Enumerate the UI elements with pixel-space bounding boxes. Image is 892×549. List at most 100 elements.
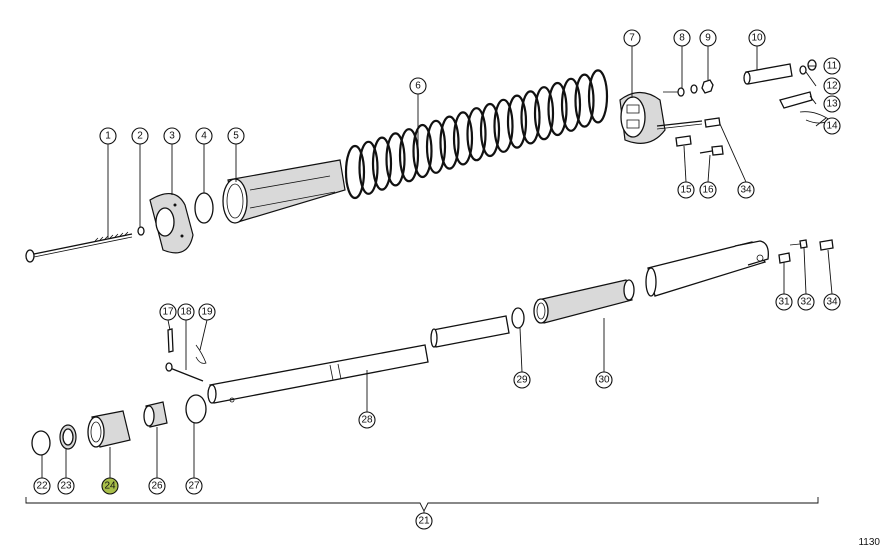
callout-leaders [41,46,833,478]
callout-label: 17 [162,307,174,318]
callout-6: 6 [409,77,427,95]
callout-label: 10 [751,33,763,44]
part-shaft-segment [430,315,510,348]
part-22-ring [31,430,51,456]
callout-label: 28 [361,415,373,426]
callout-28: 28 [358,411,376,429]
callout-16: 16 [699,181,717,199]
callout-label: 16 [702,185,714,196]
callout-13: 13 [823,95,841,113]
callout-11: 11 [823,57,841,75]
part-24-bearing-housing [87,410,131,448]
part-5-sleeve [222,159,346,224]
callout-label: 9 [705,33,711,44]
callout-label: 2 [137,131,143,142]
callout-label: 6 [415,81,421,92]
part-3-flange [149,193,194,254]
callout-2: 2 [131,127,149,145]
part-15-plug [675,135,692,147]
callout-31: 31 [775,293,793,311]
callout-label: 34 [826,297,838,308]
part-23-ring [59,424,77,450]
callout-5: 5 [227,127,245,145]
part-26-bushing [143,401,168,428]
part-4-ring [194,192,214,224]
part-28-main-shaft [207,344,429,404]
callout-label: 29 [516,375,528,386]
callout-3: 3 [163,127,181,145]
callout-14: 14 [823,117,841,135]
part-19-split-pin [195,344,207,364]
part-29-ring [511,307,525,329]
callout-15: 15 [677,181,695,199]
part-18-long-pin [165,362,204,382]
callout-1: 1 [99,127,117,145]
callout-label: 24 [104,481,116,492]
callout-12: 12 [823,77,841,95]
callout-label: 19 [201,307,213,318]
callout-label: 22 [36,481,48,492]
part-27-circlip [185,394,207,424]
part-16-bolt [699,145,724,156]
part-11-nut [807,59,817,71]
callout-label: 14 [826,121,838,132]
callout-label: 8 [679,33,685,44]
callout-label: 4 [201,131,207,142]
part-17-pin [167,328,174,353]
sheet-number: 1130 [858,537,880,548]
part-34-bushing-right [819,239,834,251]
callout-8: 8 [673,29,691,47]
callout-label: 7 [629,33,635,44]
callout-4: 4 [195,127,213,145]
callout-32: 32 [797,293,815,311]
part-1-long-bolt [25,231,133,263]
callout-23: 23 [57,477,75,495]
callout-label: 23 [60,481,72,492]
part-8-washers [663,84,698,97]
part-13-bracket [779,91,813,109]
callout-label: 5 [233,131,239,142]
callout-19: 19 [198,303,216,321]
callout-34a: 34 [737,181,755,199]
callout-10: 10 [748,29,766,47]
callout-label: 30 [598,375,610,386]
part-34-bushing-top [704,117,721,128]
callout-label: 1 [105,131,111,142]
callout-7: 7 [623,29,641,47]
callout-17: 17 [159,303,177,321]
callout-label: 15 [680,185,692,196]
callout-29: 29 [513,371,531,389]
part-32-grease-nipple [789,239,808,249]
part-10-pin [743,63,793,85]
part-30-tube [533,279,635,324]
callout-27: 27 [185,477,203,495]
callout-label: 18 [180,307,192,318]
callout-label: 12 [826,81,838,92]
callout-label: 27 [188,481,200,492]
part-6-coil-spring [344,69,609,200]
callout-label: 21 [418,516,430,527]
callout-label: 13 [826,99,838,110]
callout-22: 22 [33,477,51,495]
callout-26: 26 [148,477,166,495]
callout-30: 30 [595,371,613,389]
part-9-nut [701,79,714,94]
assembly-21-brace [25,497,819,513]
callout-9: 9 [699,29,717,47]
callout-21: 21 [415,512,433,530]
part-threaded-rod [656,120,703,130]
callout-18: 18 [177,303,195,321]
part-2-washer [137,226,145,236]
callout-24: 24 [101,477,119,495]
callout-label: 34 [740,185,752,196]
part-12-washer [799,65,807,75]
callout-label: 31 [778,297,790,308]
part-7-end-cap [619,91,666,144]
callout-label: 11 [827,61,838,72]
callout-34b: 34 [823,293,841,311]
callout-label: 26 [151,481,163,492]
callout-label: 32 [800,297,812,308]
callout-label: 3 [169,131,175,142]
